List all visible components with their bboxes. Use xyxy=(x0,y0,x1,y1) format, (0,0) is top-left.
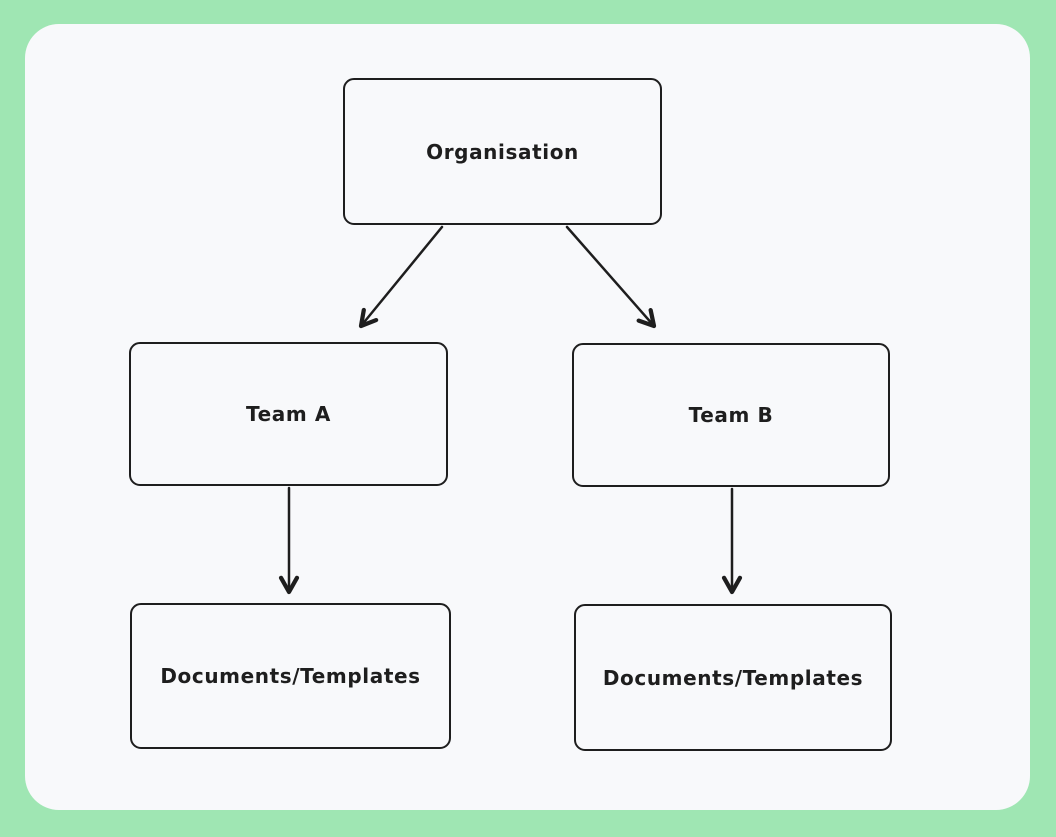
node-documents-templates-b[interactable]: Documents/Templates xyxy=(574,604,892,751)
node-team-b-label: Team B xyxy=(688,403,774,427)
node-team-a-label: Team A xyxy=(246,402,331,426)
edge-organisation-team-b[interactable] xyxy=(565,225,657,329)
node-team-a[interactable]: Team A xyxy=(129,342,448,486)
node-documents-templates-a[interactable]: Documents/Templates xyxy=(130,603,451,749)
edge-organisation-team-a[interactable] xyxy=(358,225,444,329)
node-organisation[interactable]: Organisation xyxy=(343,78,662,225)
drawing-canvas[interactable] xyxy=(25,24,1030,810)
node-team-b[interactable]: Team B xyxy=(572,343,890,487)
node-organisation-label: Organisation xyxy=(426,139,579,164)
node-documents-templates-b-label: Documents/Templates xyxy=(602,665,864,690)
node-documents-templates-a-label: Documents/Templates xyxy=(160,664,421,688)
